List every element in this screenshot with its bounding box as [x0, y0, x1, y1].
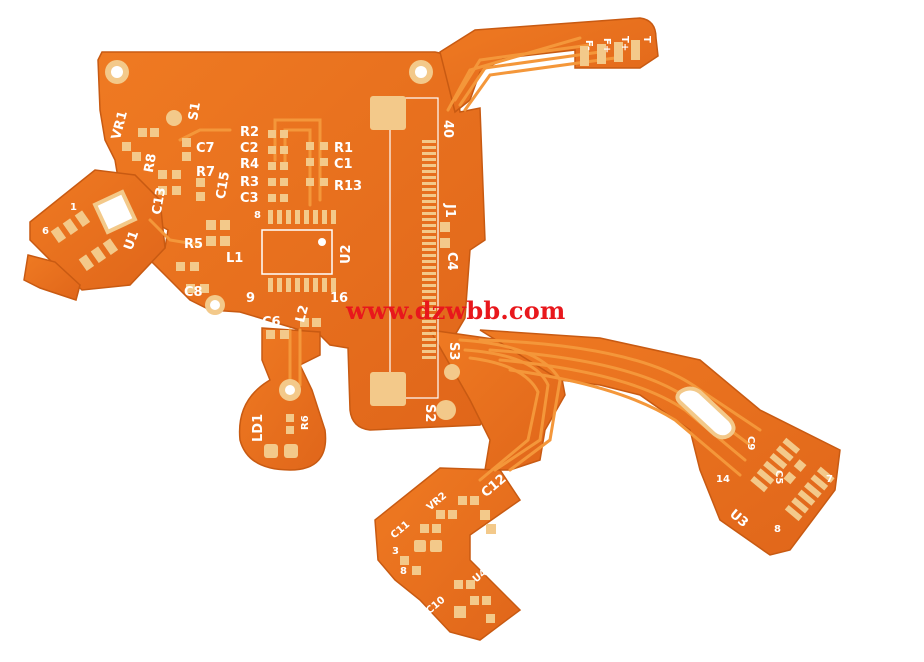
right-flex — [479, 329, 841, 556]
silk-l1: L1 — [226, 251, 243, 266]
left-arm — [29, 169, 166, 291]
silk-c1: C1 — [334, 157, 353, 172]
silk-c8: C8 — [184, 285, 203, 300]
silk-u3-pin7: 7 — [826, 474, 833, 485]
silk-tail-t: T — [641, 36, 652, 43]
silk-tp8: 8 — [400, 566, 407, 577]
square-cutout-u1 — [92, 189, 138, 235]
u2-outline — [261, 229, 333, 275]
silk-r4: R4 — [240, 157, 259, 172]
silk-u2: U2 — [339, 244, 354, 264]
j1-outline — [389, 97, 439, 399]
tail-pad-2 — [597, 44, 606, 64]
silk-c7: C7 — [196, 141, 215, 156]
s3-pad — [444, 364, 460, 380]
j1-anchor-bottom — [370, 372, 406, 406]
silk-r6: R6 — [300, 415, 311, 430]
u3-pads — [750, 437, 835, 522]
silk-tail-f: F- — [583, 40, 594, 51]
slot-right-flex — [675, 386, 736, 440]
silk-c3: C3 — [240, 191, 259, 206]
silk-c15: C15 — [214, 170, 234, 200]
silk-r7: R7 — [196, 165, 215, 180]
silk-s2: S2 — [422, 404, 437, 422]
silk-l2: L2 — [293, 304, 312, 325]
u1-pads — [50, 210, 119, 272]
silk-j1: J1 — [442, 203, 457, 218]
j1-pads — [422, 140, 436, 359]
silk-tail-f2: F+ — [601, 38, 612, 53]
silk-s3: S3 — [446, 342, 461, 360]
silk-c6: C6 — [262, 315, 281, 330]
r6-pad-a — [286, 414, 294, 422]
tail-pad-1 — [580, 46, 589, 66]
silk-c2: C2 — [240, 141, 259, 156]
watermark-text: www.dzwbb.com — [346, 296, 566, 325]
silk-u3-pin14: 14 — [716, 474, 730, 485]
board-outline — [23, 17, 841, 641]
s1-pad — [166, 110, 182, 126]
silk-r2: R2 — [240, 125, 259, 140]
silk-u2-pin16: 16 — [330, 291, 348, 306]
lower-module-pads — [400, 496, 496, 623]
silk-ld1: LD1 — [251, 414, 266, 442]
tail-pad-4 — [631, 40, 640, 60]
silk-r13: R13 — [334, 179, 362, 194]
silk-r1: R1 — [334, 141, 353, 156]
silk-c5: C5 — [773, 470, 784, 484]
silk-u2-pin9: 9 — [246, 291, 255, 306]
silk-tp3: 3 — [392, 546, 399, 557]
silk-u2-pin8: 8 — [254, 210, 261, 221]
silk-r5: R5 — [184, 237, 203, 252]
u2-pin1-dot — [318, 238, 326, 246]
silk-c4: C4 — [444, 252, 459, 271]
ld1-lobe — [238, 327, 327, 471]
silk-r3: R3 — [240, 175, 259, 190]
silk-u3-pin8: 8 — [774, 524, 781, 535]
left-tab — [23, 254, 81, 301]
silk-u1-pin1: 1 — [70, 202, 77, 213]
u2-pads — [268, 210, 336, 292]
tail-pad-3 — [614, 42, 623, 62]
silk-j1-pin40: 40 — [440, 120, 455, 138]
mounting-holes — [92, 60, 736, 440]
pads — [50, 40, 835, 623]
r6-pad-b — [286, 426, 294, 434]
ld1-pad-b — [284, 444, 298, 458]
silk-r8: R8 — [142, 152, 160, 173]
silk-c9: C9 — [745, 436, 756, 450]
silk-vr1: VR1 — [109, 109, 131, 141]
silk-u1-pin6: 6 — [42, 226, 49, 237]
j1-anchor-top — [370, 96, 406, 130]
s2-pad — [436, 400, 456, 420]
silk-tail-t2: T+ — [619, 36, 630, 51]
silk-c13: C13 — [150, 186, 170, 216]
passive-pads — [122, 128, 450, 339]
ld1-pad-a — [264, 444, 278, 458]
silk-s1: S1 — [186, 101, 204, 122]
silk-u1: U1 — [121, 229, 142, 253]
